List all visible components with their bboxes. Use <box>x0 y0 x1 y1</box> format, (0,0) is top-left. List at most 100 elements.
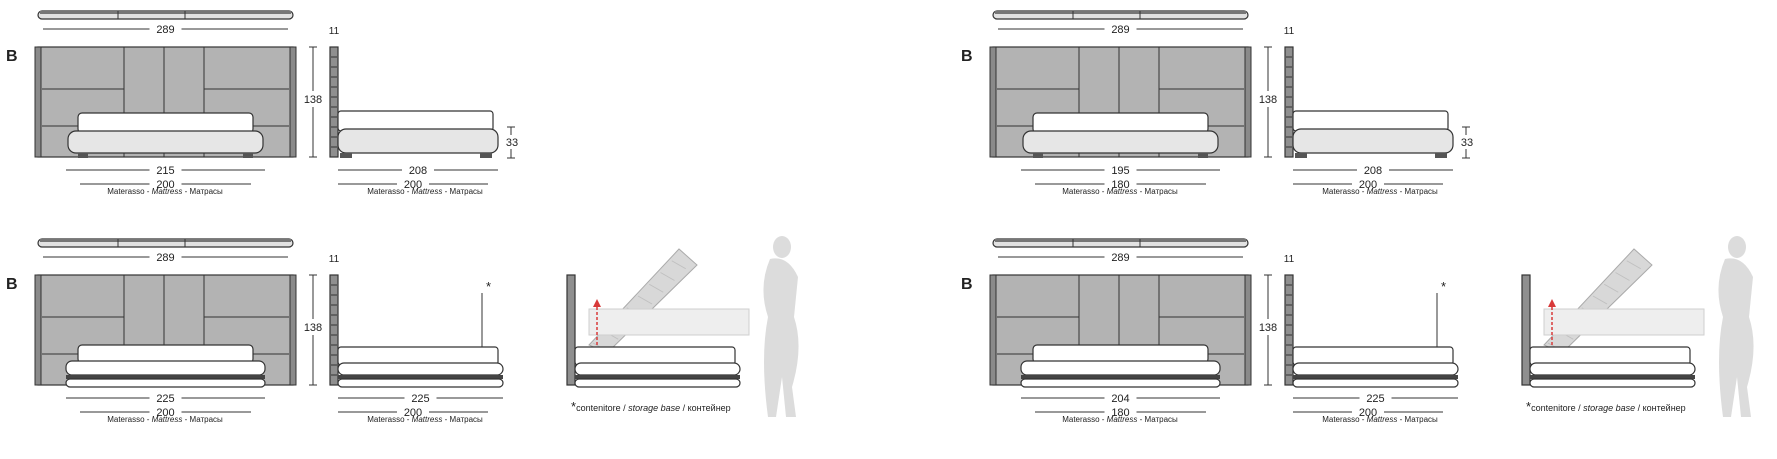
storage-base-band <box>66 375 265 379</box>
bed-foot <box>340 153 352 158</box>
headboard-left-edge <box>34 46 42 158</box>
bed-base-side <box>337 128 499 154</box>
headboard-top-view-shade <box>995 239 1246 242</box>
mattress-side <box>337 110 494 132</box>
headboard-right-edge <box>289 274 297 386</box>
storage-base-front <box>65 378 266 388</box>
storage-headboard-side <box>1521 274 1531 386</box>
headboard-height-dim-gap <box>1260 319 1276 335</box>
lifted-mattress-texture <box>671 260 686 270</box>
mattress-caption-ru: - Матрасы <box>442 187 483 196</box>
bed-base-front <box>1022 130 1219 154</box>
front-outer-width-dim-label: 204 <box>1111 393 1129 405</box>
mattress-caption-it: Materasso - <box>1062 187 1106 196</box>
mattress-caption: Materasso - Mattress - Матрасы <box>1322 415 1438 424</box>
storage-bed-band <box>1530 375 1695 379</box>
bed-foot <box>1435 153 1447 158</box>
mattress-caption: Materasso - Mattress - Матрасы <box>107 187 223 196</box>
headboard-width-dim-label: 289 <box>1111 252 1129 264</box>
headboard-height-dim-gap <box>1260 91 1276 107</box>
lifted-mattress <box>588 248 698 354</box>
storage-headboard-side <box>566 274 576 386</box>
lifted-mattress-texture <box>1592 295 1608 305</box>
side-mattress-length-dim-label: 200 <box>404 179 422 191</box>
mattress-caption-it: Materasso - <box>1322 415 1366 424</box>
lift-arrow-head <box>1548 299 1556 307</box>
headboard-side <box>1284 46 1294 158</box>
mattress-side <box>1292 346 1454 366</box>
storage-marker: * <box>1441 279 1446 294</box>
lift-arrow-head <box>593 299 601 307</box>
headboard-depth-label: 11 <box>329 254 340 265</box>
person-silhouette-head <box>773 236 791 258</box>
bed-frame-side <box>1292 362 1459 376</box>
storage-base-front <box>1020 378 1221 388</box>
storage-caption-star: * <box>571 399 576 414</box>
variant-label: B <box>961 48 973 65</box>
lifted-mattress-texture <box>1626 260 1641 270</box>
storage-bed-frame <box>574 362 741 376</box>
mattress-side <box>337 346 499 366</box>
mattress-front <box>77 344 254 364</box>
headboard-height-dim-label: 138 <box>1259 322 1277 334</box>
storage-base-side <box>337 378 504 388</box>
bed-foot <box>480 153 492 158</box>
side-mattress-length-dim-label: 200 <box>1359 179 1377 191</box>
lifted-mattress-texture <box>660 272 675 281</box>
front-mattress-width-dim-label: 200 <box>156 179 174 191</box>
variant-label: B <box>6 48 18 65</box>
side-length-dim-label: 225 <box>411 393 429 405</box>
headboard-top-view-shade <box>40 11 291 14</box>
person-silhouette-icon <box>763 258 799 417</box>
storage-bed-mattress <box>574 346 736 366</box>
storage-base-side <box>1292 378 1459 388</box>
base-height-dim-label: 33 <box>1461 137 1473 149</box>
mattress-caption-it: Materasso - <box>367 187 411 196</box>
mattress-caption-ru: - Матрасы <box>1137 415 1178 424</box>
mattress-caption-it: Materasso - <box>1062 415 1106 424</box>
variant-label: B <box>6 276 18 293</box>
storage-box-ghost <box>1543 308 1705 336</box>
headboard-left-edge <box>989 274 997 386</box>
mattress-caption-ru: - Матрасы <box>442 415 483 424</box>
base-height-dim-gap <box>505 135 519 149</box>
storage-bed-mattress <box>1529 346 1691 366</box>
side-length-dim-label: 208 <box>1364 165 1382 177</box>
mattress-caption-ru: - Матрасы <box>1137 187 1178 196</box>
mattress-caption-en: Mattress <box>412 187 443 196</box>
headboard-right-edge <box>289 46 297 158</box>
mattress-caption: Materasso - Mattress - Матрасы <box>107 415 223 424</box>
bed-foot <box>1295 153 1307 158</box>
bed-frame-front <box>65 360 266 376</box>
storage-caption-it: contenitore / <box>1531 403 1583 413</box>
side-mattress-length-dim-label: 200 <box>404 407 422 419</box>
front-outer-width-dim-label: 195 <box>1111 165 1129 177</box>
headboard-height-dim-label: 138 <box>304 94 322 106</box>
headboard-width-dim-label: 289 <box>1111 24 1129 36</box>
mattress-caption-it: Materasso - <box>107 187 151 196</box>
mattress-caption-en: Mattress <box>1367 187 1398 196</box>
headboard-height-dim-gap <box>305 91 321 107</box>
headboard-side <box>1284 274 1294 386</box>
mattress-caption-en: Mattress <box>1107 415 1138 424</box>
storage-base-band <box>1293 375 1458 379</box>
headboard-height-dim-label: 138 <box>304 322 322 334</box>
lifted-mattress <box>1543 248 1653 354</box>
mattress-caption-en: Mattress <box>152 187 183 196</box>
lifted-mattress-texture <box>1604 283 1619 293</box>
front-outer-width-dim-label: 225 <box>156 393 174 405</box>
storage-bed-base <box>1529 378 1696 388</box>
headboard-depth-label: 11 <box>1284 254 1295 265</box>
front-mattress-width-dim-label: 180 <box>1111 179 1129 191</box>
bed-foot <box>1033 153 1043 158</box>
variant-label: B <box>961 276 973 293</box>
headboard-right-edge <box>1244 46 1252 158</box>
mattress-caption-en: Mattress <box>412 415 443 424</box>
storage-caption-en: storage base <box>628 403 680 413</box>
mattress-caption-it: Materasso - <box>1322 187 1366 196</box>
mattress-caption-ru: - Матрасы <box>1397 415 1438 424</box>
mattress-caption: Materasso - Mattress - Матрасы <box>367 415 483 424</box>
